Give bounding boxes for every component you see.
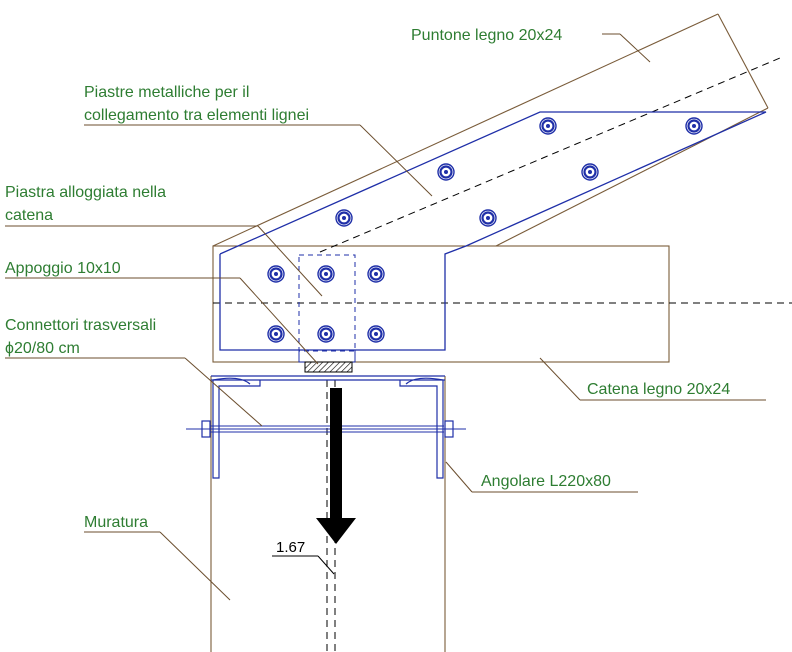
label-muratura: Muratura xyxy=(84,514,148,531)
bolt-icon xyxy=(580,162,600,182)
label-puntone: Puntone legno 20x24 xyxy=(411,27,562,44)
bolt-icon xyxy=(538,116,558,136)
label-appoggio: Appoggio 10x10 xyxy=(5,260,121,277)
steel-angle-brackets xyxy=(211,375,445,479)
bolt-icon xyxy=(266,264,286,284)
leader-lines xyxy=(5,33,766,601)
load-arrow-icon xyxy=(316,388,356,544)
label-piastra-catena-line1: Piastra alloggiata nella xyxy=(5,184,166,201)
bolt-icon xyxy=(316,324,336,344)
bolt-icon xyxy=(478,208,498,228)
label-angolare: Angolare L220x80 xyxy=(481,473,611,490)
label-connettori-line1: Connettori trasversali xyxy=(5,317,156,334)
bolt-icon xyxy=(334,208,354,228)
label-piastre-line2: collegamento tra elementi lignei xyxy=(84,107,309,124)
bolt-icon xyxy=(436,162,456,182)
label-catena: Catena legno 20x24 xyxy=(587,381,730,398)
bolt-icon xyxy=(316,264,336,284)
axis-lines xyxy=(213,57,792,652)
tie-beam xyxy=(212,245,670,363)
bearing-pad xyxy=(298,349,356,373)
masonry-wall xyxy=(210,376,446,652)
bolt-icon xyxy=(366,264,386,284)
bolt-icon xyxy=(266,324,286,344)
label-piastra-catena-line2: catena xyxy=(5,207,53,224)
steel-connection-plate xyxy=(219,111,767,352)
transverse-connector-rod xyxy=(186,420,466,438)
label-quota: 1.67 xyxy=(276,539,305,556)
label-piastre-line1: Piastre metalliche per il xyxy=(84,84,249,101)
bolt-icon xyxy=(366,324,386,344)
bolt-icon xyxy=(684,116,704,136)
bolt-icon-group xyxy=(266,116,704,344)
label-connettori-line2: ϕ20/80 cm xyxy=(5,340,80,357)
